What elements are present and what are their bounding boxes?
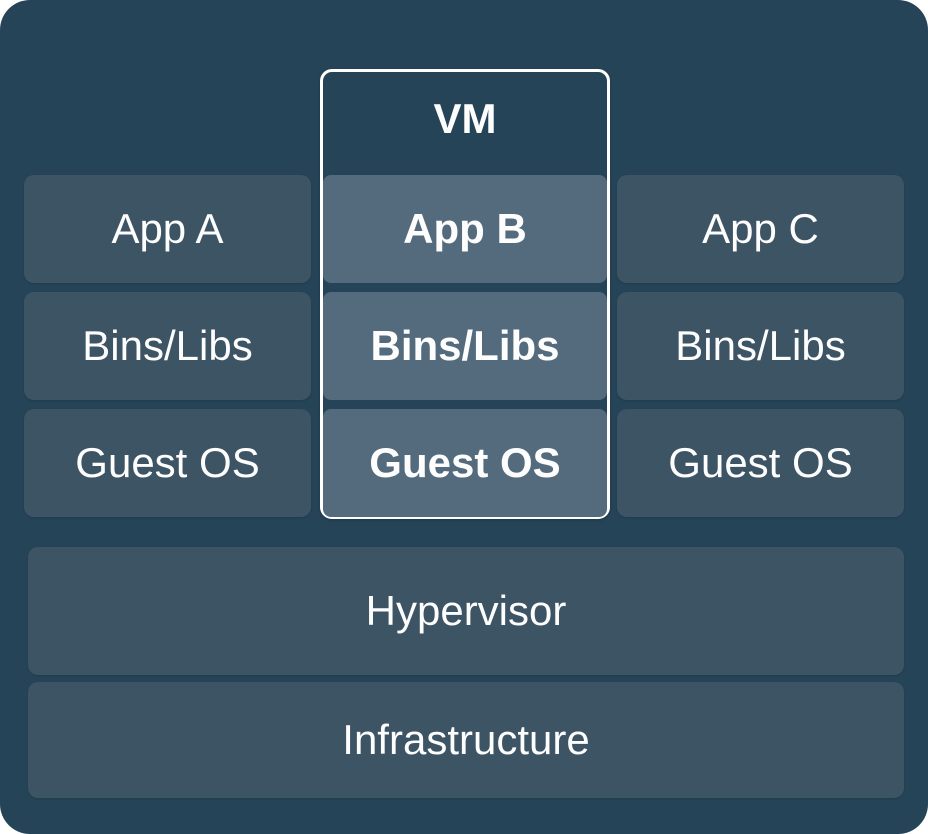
cell-guest-os-right: Guest OS [617,409,904,517]
hypervisor-layer: Hypervisor [28,547,904,675]
vm-label: VM [433,95,497,142]
cell-app-a: App A [24,175,311,283]
cell-app-b: App B [323,175,607,283]
column-right: App C Bins/Libs Guest OS [617,175,904,517]
infrastructure-layer: Infrastructure [28,682,904,798]
vm-container: VM App B Bins/Libs Guest OS [320,69,610,519]
cell-app-c: App C [617,175,904,283]
column-left: App A Bins/Libs Guest OS [24,175,311,517]
cell-guest-os-vm: Guest OS [323,409,607,517]
cell-guest-os-left: Guest OS [24,409,311,517]
cell-bins-libs-vm: Bins/Libs [323,292,607,400]
cell-bins-libs-left: Bins/Libs [24,292,311,400]
cell-bins-libs-right: Bins/Libs [617,292,904,400]
